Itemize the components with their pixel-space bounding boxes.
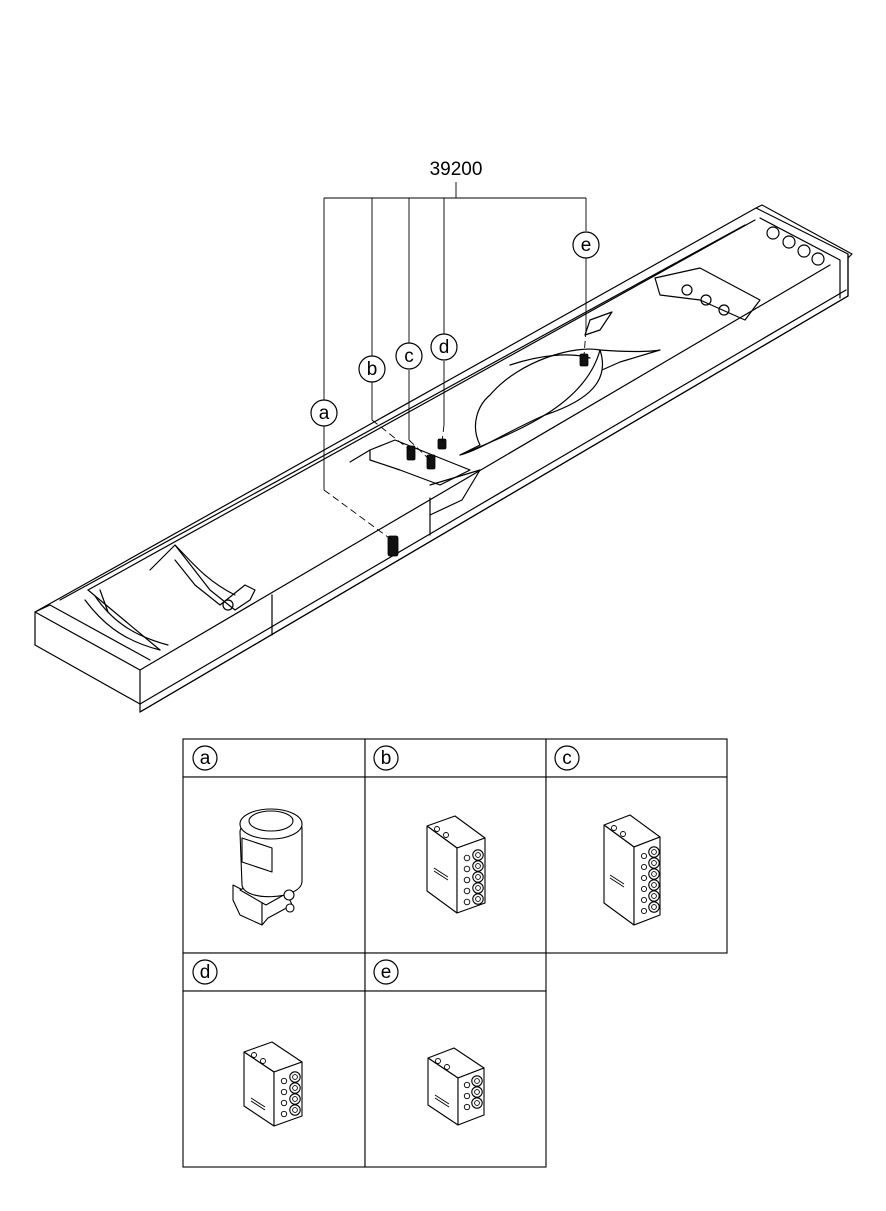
callout-b: b — [358, 355, 386, 383]
callout-d: d — [430, 333, 458, 361]
distributor-block-6-icon — [603, 814, 661, 926]
part-number-bracket — [323, 182, 587, 400]
detail-label-c: c — [554, 745, 580, 771]
svg-text:b: b — [381, 748, 392, 769]
callout-leaders — [323, 258, 587, 541]
svg-text:d: d — [439, 337, 450, 358]
svg-text:c: c — [404, 346, 414, 367]
distributor-block-5-icon — [426, 815, 486, 914]
detail-label-d: d — [192, 959, 218, 985]
distributor-block-3-icon — [427, 1047, 485, 1126]
svg-text:e: e — [581, 235, 592, 256]
part-number: 39200 — [430, 159, 483, 180]
distributor-block-4-icon — [243, 1041, 303, 1127]
detail-label-b: b — [373, 745, 399, 771]
detail-label-a: a — [192, 745, 218, 771]
mounted-components — [387, 353, 589, 557]
svg-text:d: d — [200, 962, 211, 983]
svg-text:a: a — [200, 748, 211, 769]
svg-text:c: c — [562, 748, 572, 769]
pump-motor-icon — [232, 808, 303, 926]
svg-text:b: b — [367, 359, 378, 380]
svg-text:a: a — [319, 403, 330, 424]
svg-text:e: e — [381, 962, 392, 983]
detail-label-e: e — [373, 959, 399, 985]
callout-c: c — [395, 342, 423, 370]
callout-a: a — [310, 399, 338, 427]
callout-e: e — [572, 231, 600, 259]
chassis-frame-illustration — [34, 204, 853, 713]
